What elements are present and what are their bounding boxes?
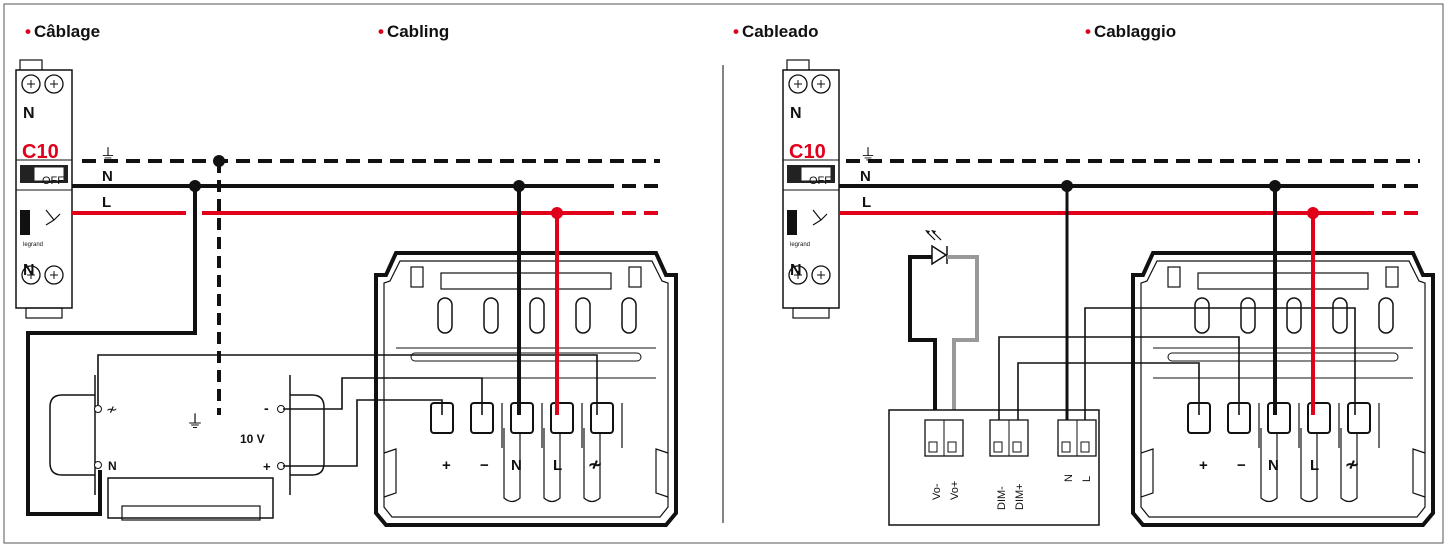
- outer-border: [3, 3, 1444, 544]
- driver-label-vo-minus: Vo-: [931, 483, 943, 500]
- dimmer-right-term-minus: −: [1237, 457, 1246, 474]
- breaker-right-off-label: OFF: [809, 175, 831, 187]
- dimmer-right-term-n: N: [1268, 457, 1279, 474]
- dimmer-left-term-l: L: [553, 457, 562, 474]
- driver-label-vo-plus: Vo+: [949, 481, 961, 500]
- breaker-right-n-top-label: N: [790, 105, 802, 122]
- psu-ac-mark: ≁: [106, 401, 118, 417]
- breaker-off-label: OFF: [42, 175, 64, 187]
- breaker-n-bottom-label: N: [23, 262, 35, 279]
- wire-dim-minus: [998, 336, 1240, 420]
- left-panel: N C10 OFF legrand N ⏚ N L: [15, 59, 678, 527]
- dimmer-left-term-minus: −: [480, 457, 489, 474]
- breaker-right-rating-label: C10: [789, 141, 826, 163]
- heading-it: •Cablaggio: [1085, 22, 1177, 41]
- psu-plus-mark: +: [263, 459, 271, 474]
- wire-minus-to-dimmer: [283, 377, 483, 415]
- right-panel: N C10 OFF legrand N ⏚ N L: [782, 59, 1435, 527]
- psu-earth-symbol: ⏚: [186, 412, 204, 432]
- psu-minus-mark: -: [264, 400, 269, 416]
- driver-label-l: L: [1081, 476, 1093, 482]
- breaker-n-top-label: N: [23, 105, 35, 122]
- wire-driver-l-to-dimmer: [1084, 307, 1356, 420]
- heading-en: •Cabling: [378, 22, 450, 41]
- psu-n-mark: N: [108, 459, 117, 473]
- breaker-right-brand-label: legrand: [790, 242, 810, 248]
- wire-ac-to-dimmer: [97, 354, 598, 415]
- power-supply-10v: [49, 375, 325, 521]
- heading-es: •Cableado: [733, 22, 819, 41]
- driver-label-dim-minus: DIM-: [996, 486, 1008, 510]
- live-line-label: L: [102, 194, 111, 211]
- dimmer-left-term-ac: ≁: [588, 455, 602, 474]
- psu-voltage-label: 10 V: [240, 432, 265, 446]
- breaker-rating-label: C10: [22, 141, 59, 163]
- neutral-line-label-right: N: [860, 168, 871, 185]
- breaker-right-n-bottom-label: N: [790, 262, 802, 279]
- wire-plus-to-dimmer: [283, 399, 443, 467]
- neutral-line-label: N: [102, 168, 113, 185]
- dimmer-module-right: [1131, 251, 1435, 527]
- dimmer-right-term-l: L: [1310, 457, 1319, 474]
- led-icon: [925, 230, 948, 266]
- wire-led-plus: [947, 255, 979, 420]
- circuit-breaker-right: [782, 59, 840, 319]
- dimmer-left-term-plus: +: [442, 457, 451, 474]
- wire-dim-plus: [1017, 362, 1200, 420]
- circuit-breaker: [15, 59, 73, 319]
- driver-label-dim-plus: DIM+: [1014, 483, 1026, 510]
- driver-label-n: N: [1063, 474, 1075, 482]
- wire-led-minus: [908, 255, 937, 420]
- dimmer-right-term-plus: +: [1199, 457, 1208, 474]
- wire-neutral-to-psu: [26, 186, 197, 516]
- dimmer-right-term-ac: ≁: [1345, 455, 1359, 474]
- breaker-brand-label: legrand: [23, 242, 43, 248]
- dimmer-module-left: [374, 251, 678, 527]
- dimmer-left-term-n: N: [511, 457, 522, 474]
- heading-fr: •Câblage: [25, 22, 101, 41]
- live-line-label-right: L: [862, 194, 871, 211]
